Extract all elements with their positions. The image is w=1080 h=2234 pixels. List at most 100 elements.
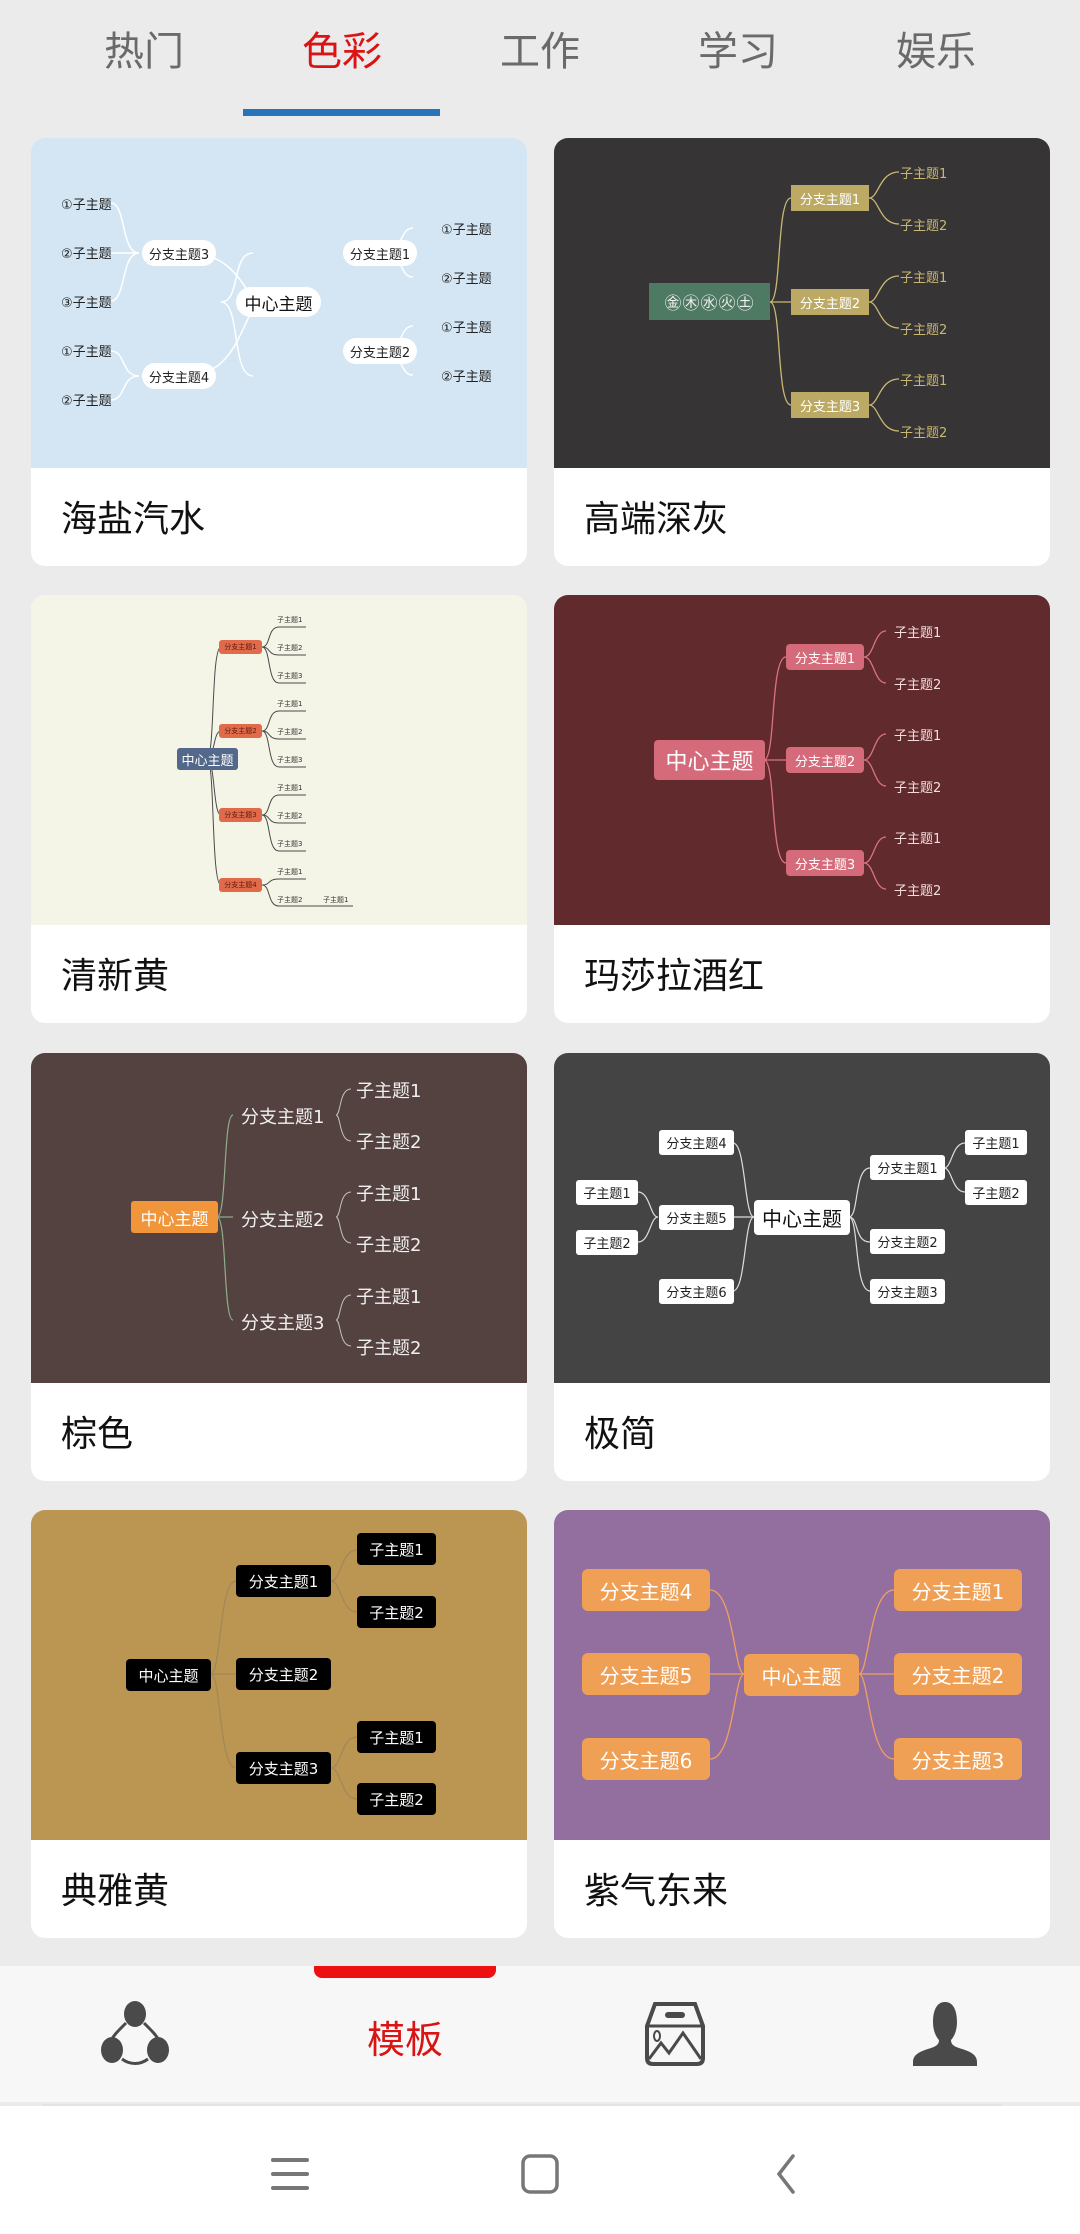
branch-topic: 分支主题3 [786, 850, 864, 876]
branch-topic: 分支主题3 [791, 392, 869, 418]
sub-topic: 子主题2 [277, 812, 303, 820]
sub-topic: 子主题2 [277, 644, 303, 652]
template-card-minimal[interactable]: 中心主题 分支主题1 分支主题2 分支主题3 子主题1 子主题2 分支主题4 分… [554, 1053, 1050, 1481]
tab-study[interactable]: 学习 [698, 29, 778, 75]
center-topic: 中心主题 [654, 740, 765, 780]
recent-apps-icon [270, 2154, 310, 2198]
template-title: 清新黄 [61, 956, 170, 997]
recent-apps-button[interactable] [260, 2146, 320, 2206]
sub-topic: ③子主题 [61, 296, 112, 311]
template-card-sea-salt-soda[interactable]: 中心主题 分支主题1 分支主题2 ①子主题 ②子主题 ①子主题 ②子主题 分支主… [31, 138, 527, 566]
mindmap-preview: 中心主题 分支主题1 分支主题2 分支主题3 子主题1 子主题2 子主题1 子主… [31, 1510, 527, 1840]
mindmap-preview: 中心主题 分支主题1 分支主题2 ①子主题 ②子主题 ①子主题 ②子主题 分支主… [31, 138, 527, 468]
sub-topic: 子主题2 [356, 1235, 422, 1256]
branch-topic: 分支主题1 [241, 1107, 325, 1128]
sub-topic: ②子主题 [441, 272, 492, 287]
mindmap-preview: 中心主题 分支主题1 分支主题2 分支主题3 子主题1 子主题2 子主题1 子主… [554, 595, 1050, 925]
center-topic: 中心主题 [131, 1201, 218, 1233]
nav-gallery[interactable] [585, 1986, 765, 2086]
sub-topic: 子主题1 [356, 1287, 422, 1308]
branch-topic: 分支主题2 [219, 724, 262, 738]
sub-topic: 子主题3 [277, 840, 303, 848]
sub-topic: 子主题1 [277, 784, 303, 792]
template-card-marsala-red[interactable]: 中心主题 分支主题1 分支主题2 分支主题3 子主题1 子主题2 子主题1 子主… [554, 595, 1050, 1023]
sub-topic: 子主题2 [356, 1132, 422, 1153]
connector-lines [216, 1088, 352, 1347]
sub-topic: 子主题1 [900, 271, 948, 286]
branch-topic: 分支主题1 [236, 1565, 331, 1597]
sub-topic: ①子主题 [441, 321, 492, 336]
sub-topic: 子主题2 [894, 781, 942, 796]
sub-topic: 子主题2 [576, 1230, 638, 1255]
mindmap-preview: 中心主题 分支主题1 分支主题2 分支主题3 分支主题4 分支主题5 分支主题6 [554, 1510, 1050, 1840]
branch-topic: 分支主题3 [142, 240, 216, 266]
template-card-brown[interactable]: 中心主题 分支主题1 分支主题2 分支主题3 子主题1 子主题2 子主题1 子主… [31, 1053, 527, 1481]
mindmap-preview: 中心主题 分支主题1 分支主题2 分支主题3 子主题1 子主题2 分支主题4 分… [554, 1053, 1050, 1383]
branch-topic: 分支主题3 [241, 1313, 325, 1334]
home-icon [520, 2153, 560, 2199]
divider [42, 2104, 1002, 2106]
sub-topic: ①子主题 [441, 223, 492, 238]
home-button[interactable] [510, 2146, 570, 2206]
branch-topic: 分支主题6 [582, 1738, 710, 1780]
share-network-icon [100, 2001, 170, 2071]
sub-topic: 子主题3 [277, 672, 303, 680]
tab-work[interactable]: 工作 [500, 29, 580, 75]
sub-topic: ②子主题 [61, 394, 112, 409]
sub-topic: 子主题2 [277, 728, 303, 736]
mindmap-preview: 中心主题 分支主题1 分支主题2 分支主题3 分支主题4 子主题1 子主题2 子… [31, 595, 527, 925]
bottom-navigation: 模板 [0, 1966, 1080, 2102]
template-title: 典雅黄 [61, 1871, 170, 1912]
template-title: 棕色 [61, 1414, 134, 1455]
center-topic: 中心主题 [177, 748, 238, 770]
nav-profile[interactable] [855, 1986, 1035, 2086]
sub-topic: 子主题1 [356, 1081, 422, 1102]
template-title: 紫气东来 [584, 1871, 729, 1912]
sub-topic: 子主题1 [323, 896, 349, 904]
connector-lines [637, 1142, 966, 1292]
branch-topic: 分支主题3 [894, 1738, 1022, 1780]
sub-topic: 子主题3 [277, 756, 303, 764]
connector-lines [709, 1589, 895, 1760]
tab-color[interactable]: 色彩 [302, 29, 382, 75]
branch-topic: 分支主题2 [241, 1210, 325, 1231]
sub-topic: 子主题2 [900, 219, 948, 234]
template-card-purple-east[interactable]: 中心主题 分支主题1 分支主题2 分支主题3 分支主题4 分支主题5 分支主题6… [554, 1510, 1050, 1938]
branch-topic: 分支主题3 [219, 808, 262, 822]
center-topic: 中心主题 [744, 1654, 859, 1696]
branch-topic: 分支主题4 [142, 363, 216, 389]
branch-topic: 分支主题2 [870, 1229, 945, 1254]
sub-topic: 子主题1 [277, 700, 303, 708]
sub-topic: 子主题1 [277, 868, 303, 876]
nav-mindmaps[interactable] [45, 1986, 225, 2086]
branch-topic: 分支主题4 [219, 878, 262, 892]
connector-lines [769, 171, 900, 432]
nav-templates[interactable]: 模板 [315, 1986, 495, 2086]
branch-topic: 分支主题3 [870, 1279, 945, 1304]
mindmap-preview: 中心主题 分支主题1 分支主题2 分支主题3 子主题1 子主题2 子主题1 子主… [31, 1053, 527, 1383]
sub-topic: ②子主题 [441, 370, 492, 385]
branch-topic: 分支主题1 [219, 640, 262, 654]
sub-topic: 子主题1 [357, 1533, 436, 1565]
sub-topic: 子主题1 [356, 1184, 422, 1205]
tab-hot[interactable]: 热门 [104, 29, 184, 75]
sub-topic: 子主题1 [357, 1721, 436, 1753]
back-button[interactable] [756, 2146, 816, 2206]
branch-topic: 分支主题2 [236, 1658, 331, 1690]
category-tabs: 热门 色彩 工作 学习 娱乐 [0, 0, 1080, 118]
sub-topic: 子主题2 [357, 1783, 436, 1815]
template-card-elegant-yellow[interactable]: 中心主题 分支主题1 分支主题2 分支主题3 子主题1 子主题2 子主题1 子主… [31, 1510, 527, 1938]
active-tab-indicator [243, 109, 440, 116]
sub-topic: 子主题1 [900, 374, 948, 389]
center-topic: 中心主题 [236, 287, 321, 317]
back-icon [771, 2153, 801, 2199]
tab-entertainment[interactable]: 娱乐 [896, 29, 976, 75]
branch-topic: 分支主题2 [343, 338, 417, 364]
active-nav-indicator [314, 1966, 496, 1978]
template-card-premium-dark-gray[interactable]: ㊎㊍㊌㊋㊏ 分支主题1 分支主题2 分支主题3 子主题1 子主题2 子主题1 子… [554, 138, 1050, 566]
branch-topic: 分支主题1 [870, 1155, 945, 1180]
template-card-fresh-yellow[interactable]: 中心主题 分支主题1 分支主题2 分支主题3 分支主题4 子主题1 子主题2 子… [31, 595, 527, 1023]
branch-topic: 分支主题3 [236, 1752, 331, 1784]
sub-topic: 子主题2 [965, 1180, 1027, 1205]
sub-topic: 子主题2 [277, 896, 303, 904]
